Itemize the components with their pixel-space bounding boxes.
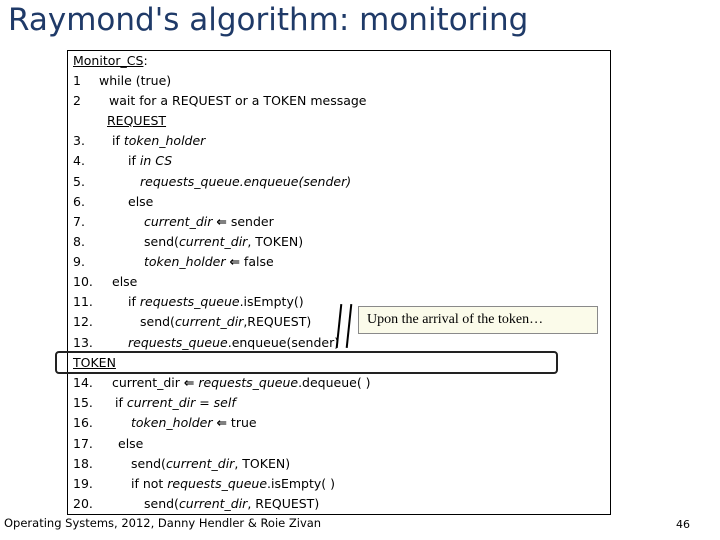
code-line-7: 7.current_dir ⇐ sender (73, 214, 274, 229)
code-line-19: 19.if not requests_queue.isEmpty( ) (73, 476, 336, 491)
token-label: TOKEN (73, 355, 116, 370)
assign-arrow-icon: ⇐ (216, 415, 227, 430)
code-line-16: 16.token_holder ⇐ true (73, 415, 257, 430)
procedure-header: Monitor_CS: (73, 53, 148, 68)
code-line-15: 15.if current_dir = self (73, 395, 236, 410)
assign-arrow-icon: ⇐ (229, 254, 240, 269)
token-highlight-box (55, 351, 558, 374)
callout-note: Upon the arrival of the token… (358, 306, 598, 334)
code-line-9: 9.token_holder ⇐ false (73, 254, 274, 269)
assign-arrow-icon: ⇐ (216, 214, 227, 229)
code-line-13: 13.requests_queue.enqueue(sender) (73, 335, 340, 350)
code-line-3: 3.if token_holder (73, 133, 206, 148)
code-line-10: 10.else (73, 274, 138, 289)
code-line-20: 20.send(current_dir, REQUEST) (73, 496, 320, 511)
assign-arrow-icon: ⇐ (183, 375, 195, 390)
code-line-8: 8.send(current_dir, TOKEN) (73, 234, 304, 249)
code-line-4: 4.if in CS (73, 153, 173, 168)
code-line-6: 6.else (73, 194, 154, 209)
code-line-5: 5.requests_queue.enqueue(sender) (73, 174, 352, 189)
code-line-12: 12.send(current_dir,REQUEST) (73, 314, 312, 329)
code-line-11: 11.if requests_queue.isEmpty() (73, 294, 304, 309)
code-line-18: 18.send(current_dir, TOKEN) (73, 456, 291, 471)
page-number: 46 (676, 518, 690, 531)
code-box (67, 50, 611, 515)
request-label: REQUEST (107, 113, 167, 128)
footer-text: Operating Systems, 2012, Danny Hendler &… (4, 516, 322, 530)
code-line-14: 14.current_dir ⇐ requests_queue.dequeue(… (73, 375, 371, 390)
slide-title: Raymond's algorithm: monitoring (8, 2, 529, 38)
code-line-17: 17.else (73, 436, 144, 451)
